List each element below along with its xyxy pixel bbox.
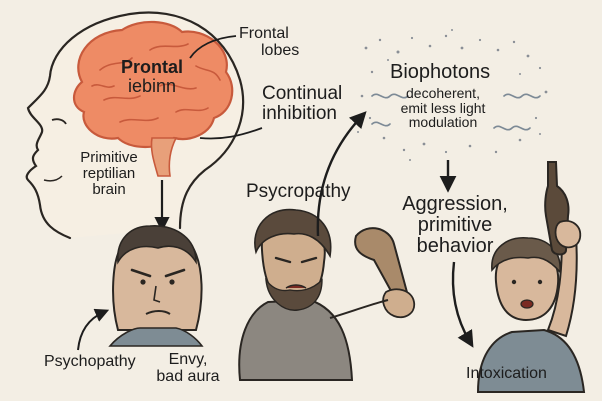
- label-frontal-lobes-line2: lobes: [261, 41, 300, 59]
- label-continual-inhibition-line1: Continual: [262, 83, 343, 104]
- label-frontal-lobes: Frontal lobes: [239, 25, 300, 60]
- label-brain-region: Prontal iebinn: [112, 58, 192, 96]
- frontal-lobes-pointer: [189, 35, 237, 59]
- label-psychopathy-text: Psychopathy: [44, 353, 136, 370]
- label-brain-region-line2: iebinn: [127, 75, 177, 96]
- label-aggression-line3: behavior: [416, 235, 494, 257]
- label-envy-line1: Envy,: [168, 351, 208, 368]
- label-biophotons-desc-line1: decoherent,: [406, 85, 480, 101]
- label-primitive-brain-line1: Primitive: [80, 149, 138, 166]
- label-continual-inhibition: Continual inhibition: [262, 84, 342, 124]
- label-biophotons-title: Biophotons: [390, 62, 490, 83]
- label-aggression: Aggression, primitive behavior: [390, 194, 520, 257]
- label-psychopathy: Psychopathy: [44, 353, 136, 371]
- label-aggression-line2: primitive: [417, 214, 493, 236]
- label-envy-line2: bad aura: [156, 367, 220, 385]
- label-biophotons-desc: decoherent, emit less light modulation: [380, 86, 506, 130]
- label-frontal-lobes-line1: Frontal: [239, 25, 289, 42]
- label-intoxication-text: Intoxication: [466, 365, 547, 382]
- label-aggression-line1: Aggression,: [402, 193, 508, 215]
- caveman-illustration: [238, 208, 416, 381]
- label-brain-region-line1: Prontal: [120, 57, 183, 77]
- label-intoxication: Intoxication: [466, 365, 547, 383]
- label-envy: Envy, bad aura: [148, 351, 228, 386]
- label-biophotons-title-text: Biophotons: [390, 61, 491, 83]
- label-psycropathy: Psycropathy: [246, 182, 351, 202]
- label-primitive-brain-line2: reptilian: [82, 164, 136, 182]
- arrow-aggression-to-intoxication: [451, 261, 474, 348]
- label-psycropathy-text: Psycropathy: [246, 181, 351, 202]
- label-biophotons-desc-line2: emit less light: [400, 99, 486, 116]
- drunk-man-illustration: [476, 161, 586, 393]
- label-primitive-brain: Primitive reptilian brain: [64, 150, 154, 197]
- biophoton-particles: [357, 29, 548, 161]
- label-continual-inhibition-line2: inhibition: [262, 102, 337, 124]
- arrow-psycropathy-to-biophotons: [316, 111, 367, 237]
- label-primitive-brain-line3: brain: [92, 180, 126, 198]
- label-biophotons-desc-line3: modulation: [408, 114, 478, 131]
- biophoton-waves: [371, 93, 541, 131]
- arrow-psychopathy: [77, 308, 110, 351]
- angry-man-illustration: [108, 225, 204, 347]
- continual-inhibition-pointer: [199, 127, 263, 140]
